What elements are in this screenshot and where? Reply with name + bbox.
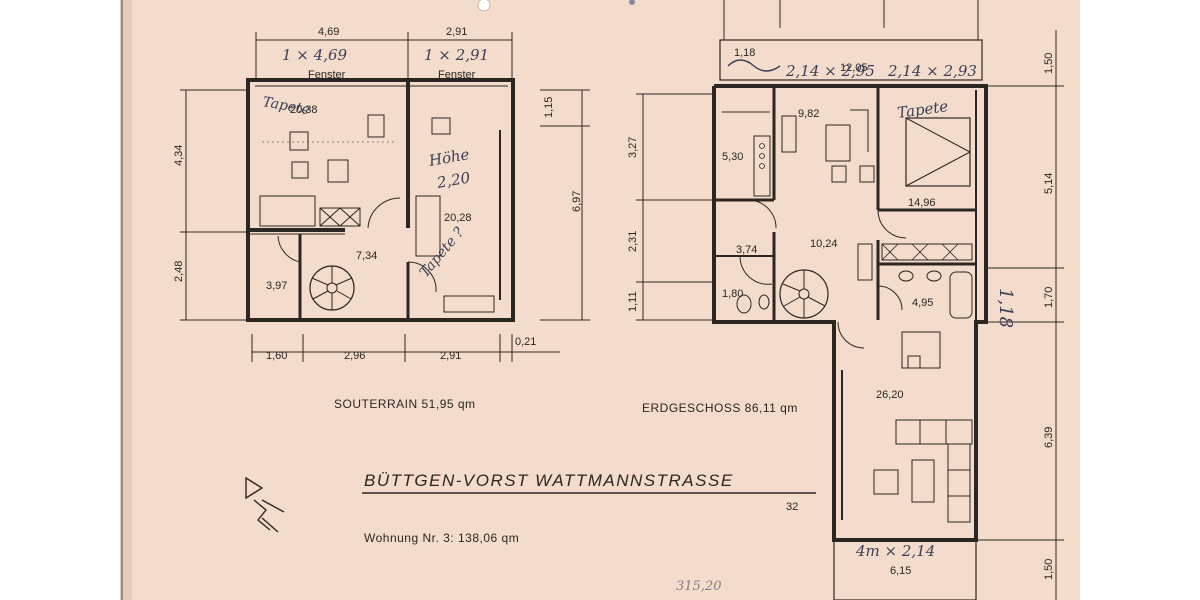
souterrain-right-dim-2: 6,97 <box>571 191 583 212</box>
north-arrow-icon <box>245 476 285 533</box>
souterrain-room-1: 20,38 <box>290 104 318 116</box>
erdgeschoss-dimensions <box>636 30 1064 600</box>
house-number: 32 <box>786 501 798 513</box>
souterrain-left-dim-2: 2,48 <box>173 261 185 282</box>
souterrain-top-dim-1: 4,69 <box>318 26 339 38</box>
erdgeschoss-left-dim-2: 2,31 <box>627 231 639 252</box>
souterrain-room-4: 3,97 <box>266 280 287 292</box>
erdgeschoss-right-dim-3: 1,70 <box>1043 287 1055 308</box>
hand-window-c: 2,14 × 2,95 <box>785 62 875 80</box>
erdgeschoss-room-8: 26,20 <box>876 389 904 401</box>
souterrain-left-dim-1: 4,34 <box>173 145 185 166</box>
erdgeschoss-top-dim-2: 12,05 <box>840 62 868 74</box>
hand-door: 4m × 2,14 <box>855 542 935 560</box>
erdgeschoss-room-6: 1,80 <box>722 288 743 300</box>
project-title: BÜTTGEN-VORST WATTMANNSTRASSE <box>364 471 734 490</box>
hand-side-118: 1,18 <box>995 288 1016 328</box>
souterrain-bottom-dim-3: 2,91 <box>440 350 461 362</box>
erdgeschoss-caption: ERDGESCHOSS 86,11 qm <box>642 401 798 415</box>
erdgeschoss-room-4: 10,24 <box>810 238 838 250</box>
hand-hohe-value: 2,20 <box>435 168 472 192</box>
souterrain-bottom-dim-2: 2,96 <box>344 350 365 362</box>
erdgeschoss-right-dim-5: 1,50 <box>1043 559 1055 580</box>
erdgeschoss-left-dim-3: 1,11 <box>627 291 639 312</box>
souterrain-right-dim-1: 1,15 <box>543 97 555 118</box>
erdgeschoss-room-2: 5,30 <box>722 151 743 163</box>
souterrain-bottom-dim-1: 1,60 <box>266 350 287 362</box>
erdgeschoss-right-dim-4: 6,39 <box>1043 427 1055 448</box>
erdgeschoss-room-9: 6,15 <box>890 565 911 577</box>
souterrain-room-3: 7,34 <box>356 250 377 262</box>
paper <box>120 0 1080 600</box>
handwritten-notes: 1 × 4,69 1 × 2,91 Tapete Höhe 2,20 Tapet… <box>261 46 1016 594</box>
erdgeschoss-top-dim: 1,18 <box>734 47 755 59</box>
hand-window-a: 1 × 4,69 <box>282 46 348 64</box>
erdgeschoss-room-3: 14,96 <box>908 197 936 209</box>
erdgeschoss-room-7: 4,95 <box>912 297 933 309</box>
apartment-area: Wohnung Nr. 3: 138,06 qm <box>364 531 519 545</box>
souterrain-top-dim-2: 2,91 <box>446 26 467 38</box>
souterrain-window-label-2: Fenster <box>438 69 476 81</box>
hand-bottom-note: 315,20 <box>676 579 722 594</box>
erdgeschoss-room-1: 9,82 <box>798 108 819 120</box>
erdgeschoss-room-5: 3,74 <box>736 244 757 256</box>
souterrain-bottom-dim-4: 0,21 <box>515 336 536 348</box>
hand-window-d: 2,14 × 2,93 <box>887 62 977 80</box>
souterrain-window-label-1: Fenster <box>308 69 346 81</box>
hand-window-b: 1 × 2,91 <box>424 46 489 64</box>
erdgeschoss-plan <box>712 0 988 600</box>
souterrain-plan <box>246 78 515 322</box>
punch-hole <box>477 0 491 12</box>
erdgeschoss-left-dim-1: 3,27 <box>627 137 639 158</box>
souterrain-room-2: 20,28 <box>444 212 472 224</box>
erdgeschoss-right-dim-1: 1,50 <box>1043 53 1055 74</box>
souterrain-caption: SOUTERRAIN 51,95 qm <box>334 397 476 411</box>
souterrain-dimensions <box>180 32 590 362</box>
erdgeschoss-right-dim-2: 5,14 <box>1043 173 1055 194</box>
